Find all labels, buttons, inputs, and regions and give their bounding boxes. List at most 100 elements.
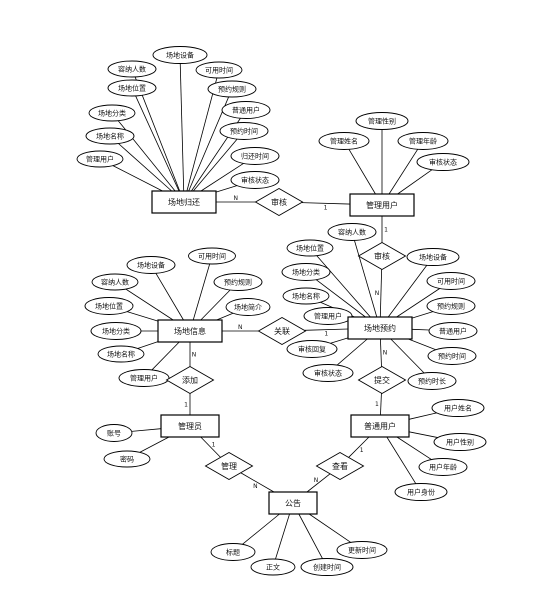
relationship-diamond [315, 451, 365, 481]
attribute-node: 场地设备 [406, 248, 460, 266]
attribute-label: 管理性别 [368, 117, 396, 126]
entity-label: 场地预约 [364, 323, 396, 333]
attribute-node: 管理性别 [355, 112, 409, 130]
relationship-diamond [257, 316, 307, 346]
attribute-ellipse [230, 147, 280, 165]
connector-line [240, 472, 275, 493]
connector-line [215, 185, 238, 193]
attribute-label: 预约时间 [230, 127, 258, 136]
attribute-label: 审核回复 [298, 345, 326, 354]
attribute-label: 场地简介 [234, 303, 262, 312]
connector-line [192, 263, 211, 321]
attribute-node: 预约规则 [207, 80, 257, 98]
connector-line [112, 165, 163, 192]
attribute-node: 场地位置 [84, 297, 134, 315]
attribute-ellipse [433, 433, 487, 451]
attribute-label: 场地名称 [96, 132, 124, 141]
cardinality-label: N [238, 324, 243, 331]
attribute-label: 归还时间 [241, 152, 269, 161]
connector-line [139, 436, 170, 453]
attribute-label: 账号 [107, 429, 121, 438]
attribute-label: 管理姓名 [330, 137, 358, 146]
attribute-node: 容纳人数 [91, 273, 139, 291]
attribute-node: 用户性别 [433, 433, 487, 451]
attribute-label: 预约时长 [418, 377, 446, 386]
attribute-label: 预约时间 [438, 352, 466, 361]
attribute-node: 预约规则 [426, 297, 476, 315]
attribute-ellipse [281, 263, 331, 281]
attribute-label: 创建时间 [313, 563, 341, 572]
connector-line [411, 311, 434, 319]
attribute-label: 场地分类 [98, 109, 126, 118]
attribute-node: 预约规则 [213, 273, 263, 291]
attribute-ellipse [355, 112, 409, 130]
attribute-label: 场地位置 [118, 84, 146, 93]
cardinality-label: 1 [184, 401, 188, 408]
connector-line [408, 338, 436, 351]
connector-line [408, 412, 437, 420]
attribute-label: 管理年龄 [409, 137, 437, 146]
attribute-label: 用户性别 [446, 438, 474, 447]
connector-line [151, 341, 180, 371]
entity-label: 管理用户 [366, 200, 398, 210]
attribute-ellipse [207, 80, 257, 98]
connector-line [118, 143, 172, 192]
attribute-ellipse [221, 101, 271, 119]
attribute-label: 容纳人数 [118, 65, 146, 74]
attribute-label: 场地设备 [419, 253, 447, 262]
cardinality-label: 1 [324, 204, 328, 211]
attribute-label: 场地分类 [102, 327, 130, 336]
attribute-label: 场地位置 [95, 302, 123, 311]
attribute-node: 场地设备 [152, 46, 208, 64]
connector-line [216, 312, 234, 321]
entity-label: 普通用户 [364, 421, 396, 431]
attribute-node: 场地名称 [282, 287, 330, 305]
attribute-label: 普通用户 [232, 106, 260, 115]
connector-line [304, 328, 349, 331]
attribute-label: 可用时间 [198, 252, 226, 261]
attribute-node: 管理用户 [303, 307, 353, 325]
attribute-label: 容纳人数 [101, 278, 129, 287]
attribute-node: 预约时间 [219, 122, 269, 140]
attribute-ellipse [282, 287, 330, 305]
cardinality-label: 1 [324, 331, 328, 338]
relationship-diamond [165, 365, 215, 395]
attribute-ellipse [426, 272, 476, 290]
attribute-ellipse [88, 104, 136, 122]
attribute-node: 审核回复 [286, 340, 338, 358]
connector-line [397, 169, 433, 195]
attribute-ellipse [90, 322, 142, 340]
attribute-label: 管理用户 [130, 374, 158, 383]
attribute-label: 审核状态 [314, 369, 342, 378]
entity-node: 普通用户 [350, 414, 410, 438]
attribute-node: 管理用户 [118, 369, 170, 387]
connector-line [298, 513, 323, 559]
entity-node: 管理用户 [349, 193, 415, 217]
attribute-label: 用户姓名 [444, 404, 472, 413]
attribute-node: 场地简介 [225, 298, 271, 316]
attribute-node: 用户年龄 [418, 458, 468, 476]
connector-line [386, 436, 417, 484]
attribute-node: 密码 [103, 450, 151, 468]
relationship-node: 关联 [257, 316, 307, 346]
relationship-diamond [204, 451, 254, 481]
connector-line [380, 393, 382, 416]
attribute-ellipse [416, 153, 470, 171]
connector-line [126, 311, 159, 322]
connector-line [348, 436, 370, 458]
entity-label: 场地归还 [168, 197, 200, 207]
attribute-ellipse [152, 46, 208, 64]
attribute-node: 场地名称 [85, 127, 135, 145]
attribute-node: 场地分类 [281, 263, 331, 281]
attribute-label: 场地设备 [166, 51, 194, 60]
connector-line [135, 95, 180, 192]
connector-line [408, 431, 438, 438]
connector-line [192, 138, 238, 192]
cardinality-label: N [375, 290, 380, 297]
attribute-label: 预约规则 [437, 302, 465, 311]
attribute-node: 预约时间 [427, 347, 477, 365]
connector-line [134, 76, 181, 192]
relationship-node: 审核 [357, 241, 407, 271]
relationship-diamond [357, 365, 407, 395]
attribute-ellipse [336, 541, 388, 559]
